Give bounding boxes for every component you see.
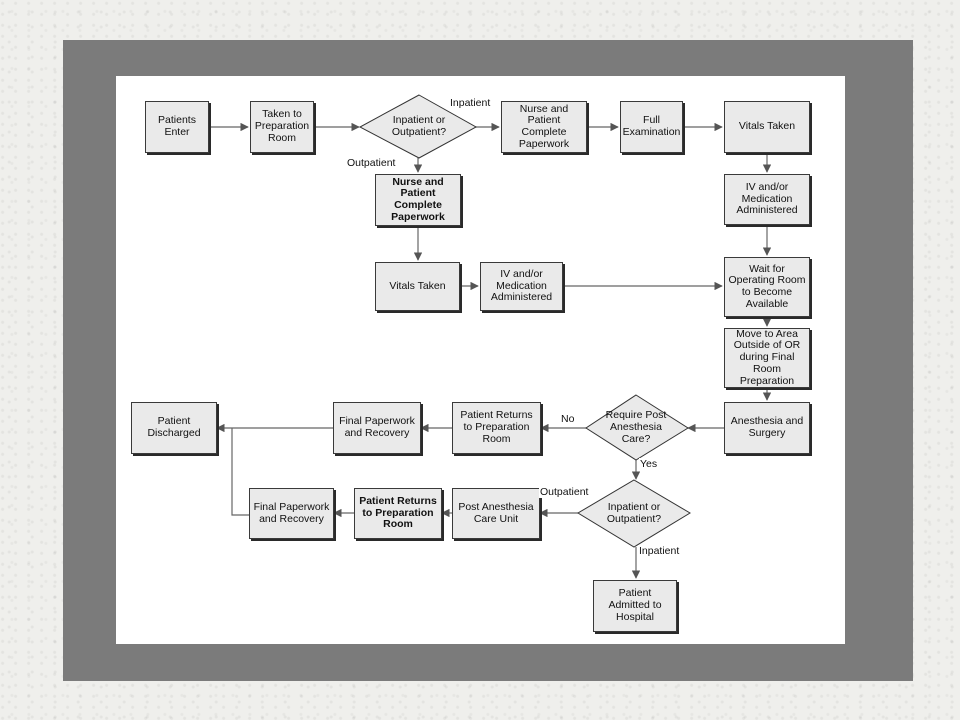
node-inpatient-or-outpatient-2: Inpatient or Outpatient?	[606, 501, 662, 525]
node-anesthesia-surgery: Anesthesia and Surgery	[724, 402, 810, 454]
edge-label-inpatient-2: Inpatient	[638, 545, 681, 557]
node-iv-medication-inpatient: IV and/or Medication Administered	[724, 174, 810, 225]
decision3-diamond-shape	[577, 479, 691, 548]
diagram-canvas	[116, 76, 845, 644]
edge-label-inpatient-1: Inpatient	[449, 97, 492, 109]
edge-label-outpatient-2: Outpatient	[539, 486, 590, 498]
decision2-diamond-shape	[585, 394, 689, 461]
node-patient-returns-prep-2: Patient Returns to Preparation Room	[354, 488, 442, 539]
node-patient-discharged: Patient Discharged	[131, 402, 217, 454]
node-patient-returns-prep-1: Patient Returns to Preparation Room	[452, 402, 541, 454]
edge-label-outpatient-1: Outpatient	[346, 157, 397, 169]
node-iv-medication-outpatient: IV and/or Medication Administered	[480, 262, 563, 311]
edge-label-no: No	[560, 413, 576, 425]
node-post-anesthesia-care-unit: Post Anesthesia Care Unit	[452, 488, 540, 539]
node-vitals-taken-inpatient: Vitals Taken	[724, 101, 810, 153]
node-final-paperwork-2: Final Paperwork and Recovery	[249, 488, 334, 539]
edge-final2-to-discharged	[231, 428, 249, 516]
node-patients-enter: Patients Enter	[145, 101, 209, 153]
node-move-outside-or: Move to Area Outside of OR during Final …	[724, 328, 810, 388]
node-final-paperwork-1: Final Paperwork and Recovery	[333, 402, 421, 454]
node-require-post-anesthesia: Require Post Anesthesia Care?	[605, 409, 667, 445]
node-patient-admitted: Patient Admitted to Hospital	[593, 580, 677, 632]
node-full-examination: Full Examination	[620, 101, 683, 153]
node-inpatient-or-outpatient-1: Inpatient or Outpatient?	[391, 114, 447, 138]
decision1-diamond-shape	[358, 94, 478, 159]
edge-label-yes: Yes	[639, 458, 659, 470]
node-nurse-paperwork-inpatient: Nurse and Patient Complete Paperwork	[501, 101, 587, 153]
node-wait-for-or: Wait for Operating Room to Become Availa…	[724, 257, 810, 317]
node-vitals-taken-outpatient: Vitals Taken	[375, 262, 460, 311]
node-taken-to-prep: Taken to Preparation Room	[250, 101, 314, 153]
node-nurse-paperwork-outpatient: Nurse and Patient Complete Paperwork	[375, 174, 461, 226]
